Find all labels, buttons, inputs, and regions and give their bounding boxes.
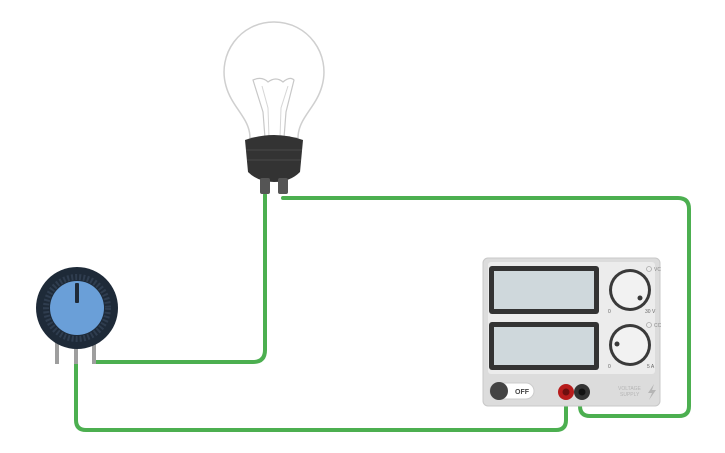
voltage-max-label: 30 V — [645, 309, 656, 315]
cc-indicator-label: CC — [654, 323, 662, 329]
power-switch-toggle[interactable] — [490, 382, 508, 400]
bulb-base — [245, 135, 303, 182]
power-supply[interactable]: VC 0 30 V CC 0 5 A OFF VOLTAGE SUPPLY — [482, 257, 662, 407]
bulb-filament-inner — [261, 85, 289, 139]
negative-terminal-hole — [578, 388, 586, 396]
current-display — [494, 327, 594, 365]
cc-indicator-icon — [646, 322, 652, 328]
voltage-knob-marker — [637, 295, 643, 301]
voltage-display — [494, 271, 594, 309]
bulb-terminal-right[interactable] — [278, 178, 288, 194]
voltage-min-label: 0 — [608, 309, 611, 315]
positive-terminal-hole — [562, 388, 570, 396]
brand-label-line2: SUPPLY — [620, 392, 640, 398]
lightning-icon — [648, 384, 656, 400]
current-knob[interactable] — [612, 327, 648, 363]
pot-leg-right — [92, 340, 96, 364]
vc-indicator-label: VC — [654, 267, 661, 273]
bulb-filament — [252, 77, 295, 139]
current-min-label: 0 — [608, 364, 611, 370]
pot-knurl — [43, 274, 111, 342]
power-switch-label: OFF — [515, 389, 530, 396]
voltage-knob[interactable] — [612, 272, 648, 308]
vc-indicator-icon — [646, 266, 652, 272]
brand-label-line1: VOLTAGE — [618, 386, 642, 392]
potentiometer[interactable] — [36, 267, 118, 364]
pot-leg-middle — [74, 340, 78, 364]
light-bulb[interactable] — [223, 21, 325, 194]
wire-bulb-to-negative-terminal[interactable] — [281, 196, 691, 418]
pot-knob[interactable] — [50, 281, 104, 335]
wire-potentiometer-to-positive-terminal[interactable] — [74, 360, 568, 432]
pot-leg-left — [55, 340, 59, 364]
current-knob-marker — [614, 341, 620, 347]
bulb-glass — [223, 21, 325, 139]
wires — [74, 193, 691, 432]
pot-pointer — [75, 283, 79, 303]
bulb-terminal-left[interactable] — [260, 178, 270, 194]
wire-bulb-to-potentiometer[interactable] — [92, 193, 267, 364]
current-max-label: 5 A — [647, 364, 655, 370]
